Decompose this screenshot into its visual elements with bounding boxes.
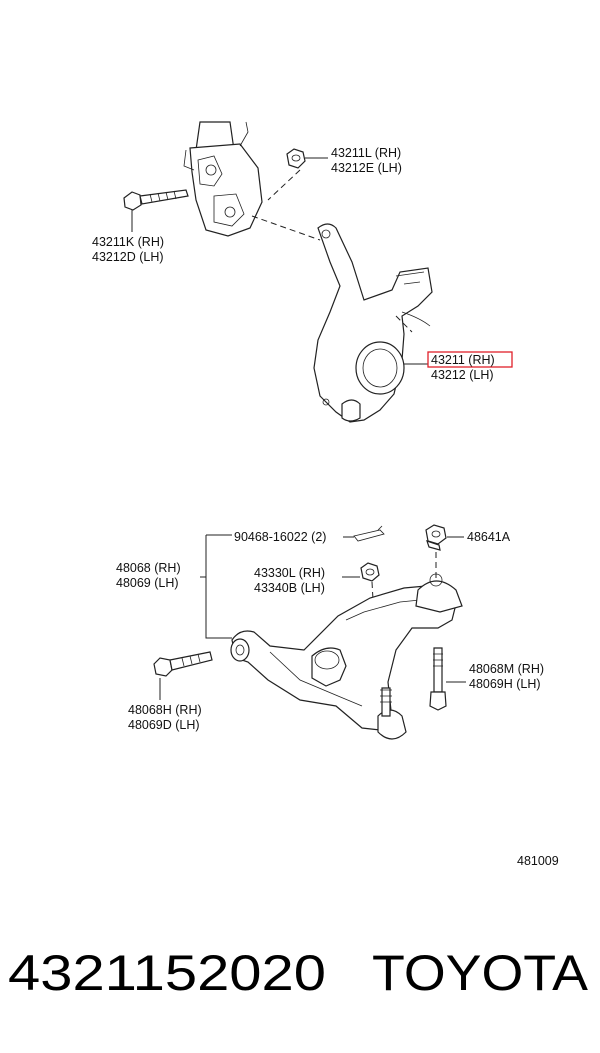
bolt-left-illustration [153,651,213,677]
lower-arm-illustration [230,573,463,740]
brand-caption: TOYOTA [372,945,589,1001]
bolt-left-lh-label: 48069D (LH) [128,718,200,732]
nut-mid-illustration [360,562,380,582]
nut-top-lh-label: 43212E (LH) [331,161,402,175]
bolt-top-rh-label: 43211K (RH) [92,235,164,249]
knuckle-rh-label: 43211 (RH) [431,353,495,367]
part-number-caption: 4321152020 [8,945,326,1001]
bolt-right-illustration [429,647,447,711]
steering-knuckle-illustration [313,223,433,423]
nut-mid-lh-label: 43340B (LH) [254,581,325,595]
nut-48641-illustration [425,524,447,551]
bolt-top-lh-label: 43212D (LH) [92,250,164,264]
highlight-box [427,351,513,368]
nut-top-rh-label: 43211L (RH) [331,146,401,160]
cotter-pin-illustration [353,525,385,542]
bolt-left-rh-label: 48068H (RH) [128,703,202,717]
bolt-right-lh-label: 48069H (LH) [469,677,541,691]
top-bolt-illustration [123,189,189,211]
top-nut-illustration [286,148,306,169]
pin-label: 90468-16022 (2) [234,530,326,544]
bolt-right-rh-label: 48068M (RH) [469,662,544,676]
arm-lh-label: 48069 (LH) [116,576,179,590]
arm-rh-label: 48068 (RH) [116,561,181,575]
strut-illustration [183,121,263,237]
nut-mid-rh-label: 43330L (RH) [254,566,325,580]
knuckle-lh-label: 43212 (LH) [431,368,494,382]
diagram-code: 481009 [517,854,559,868]
nut-48641-label: 48641A [467,530,511,544]
